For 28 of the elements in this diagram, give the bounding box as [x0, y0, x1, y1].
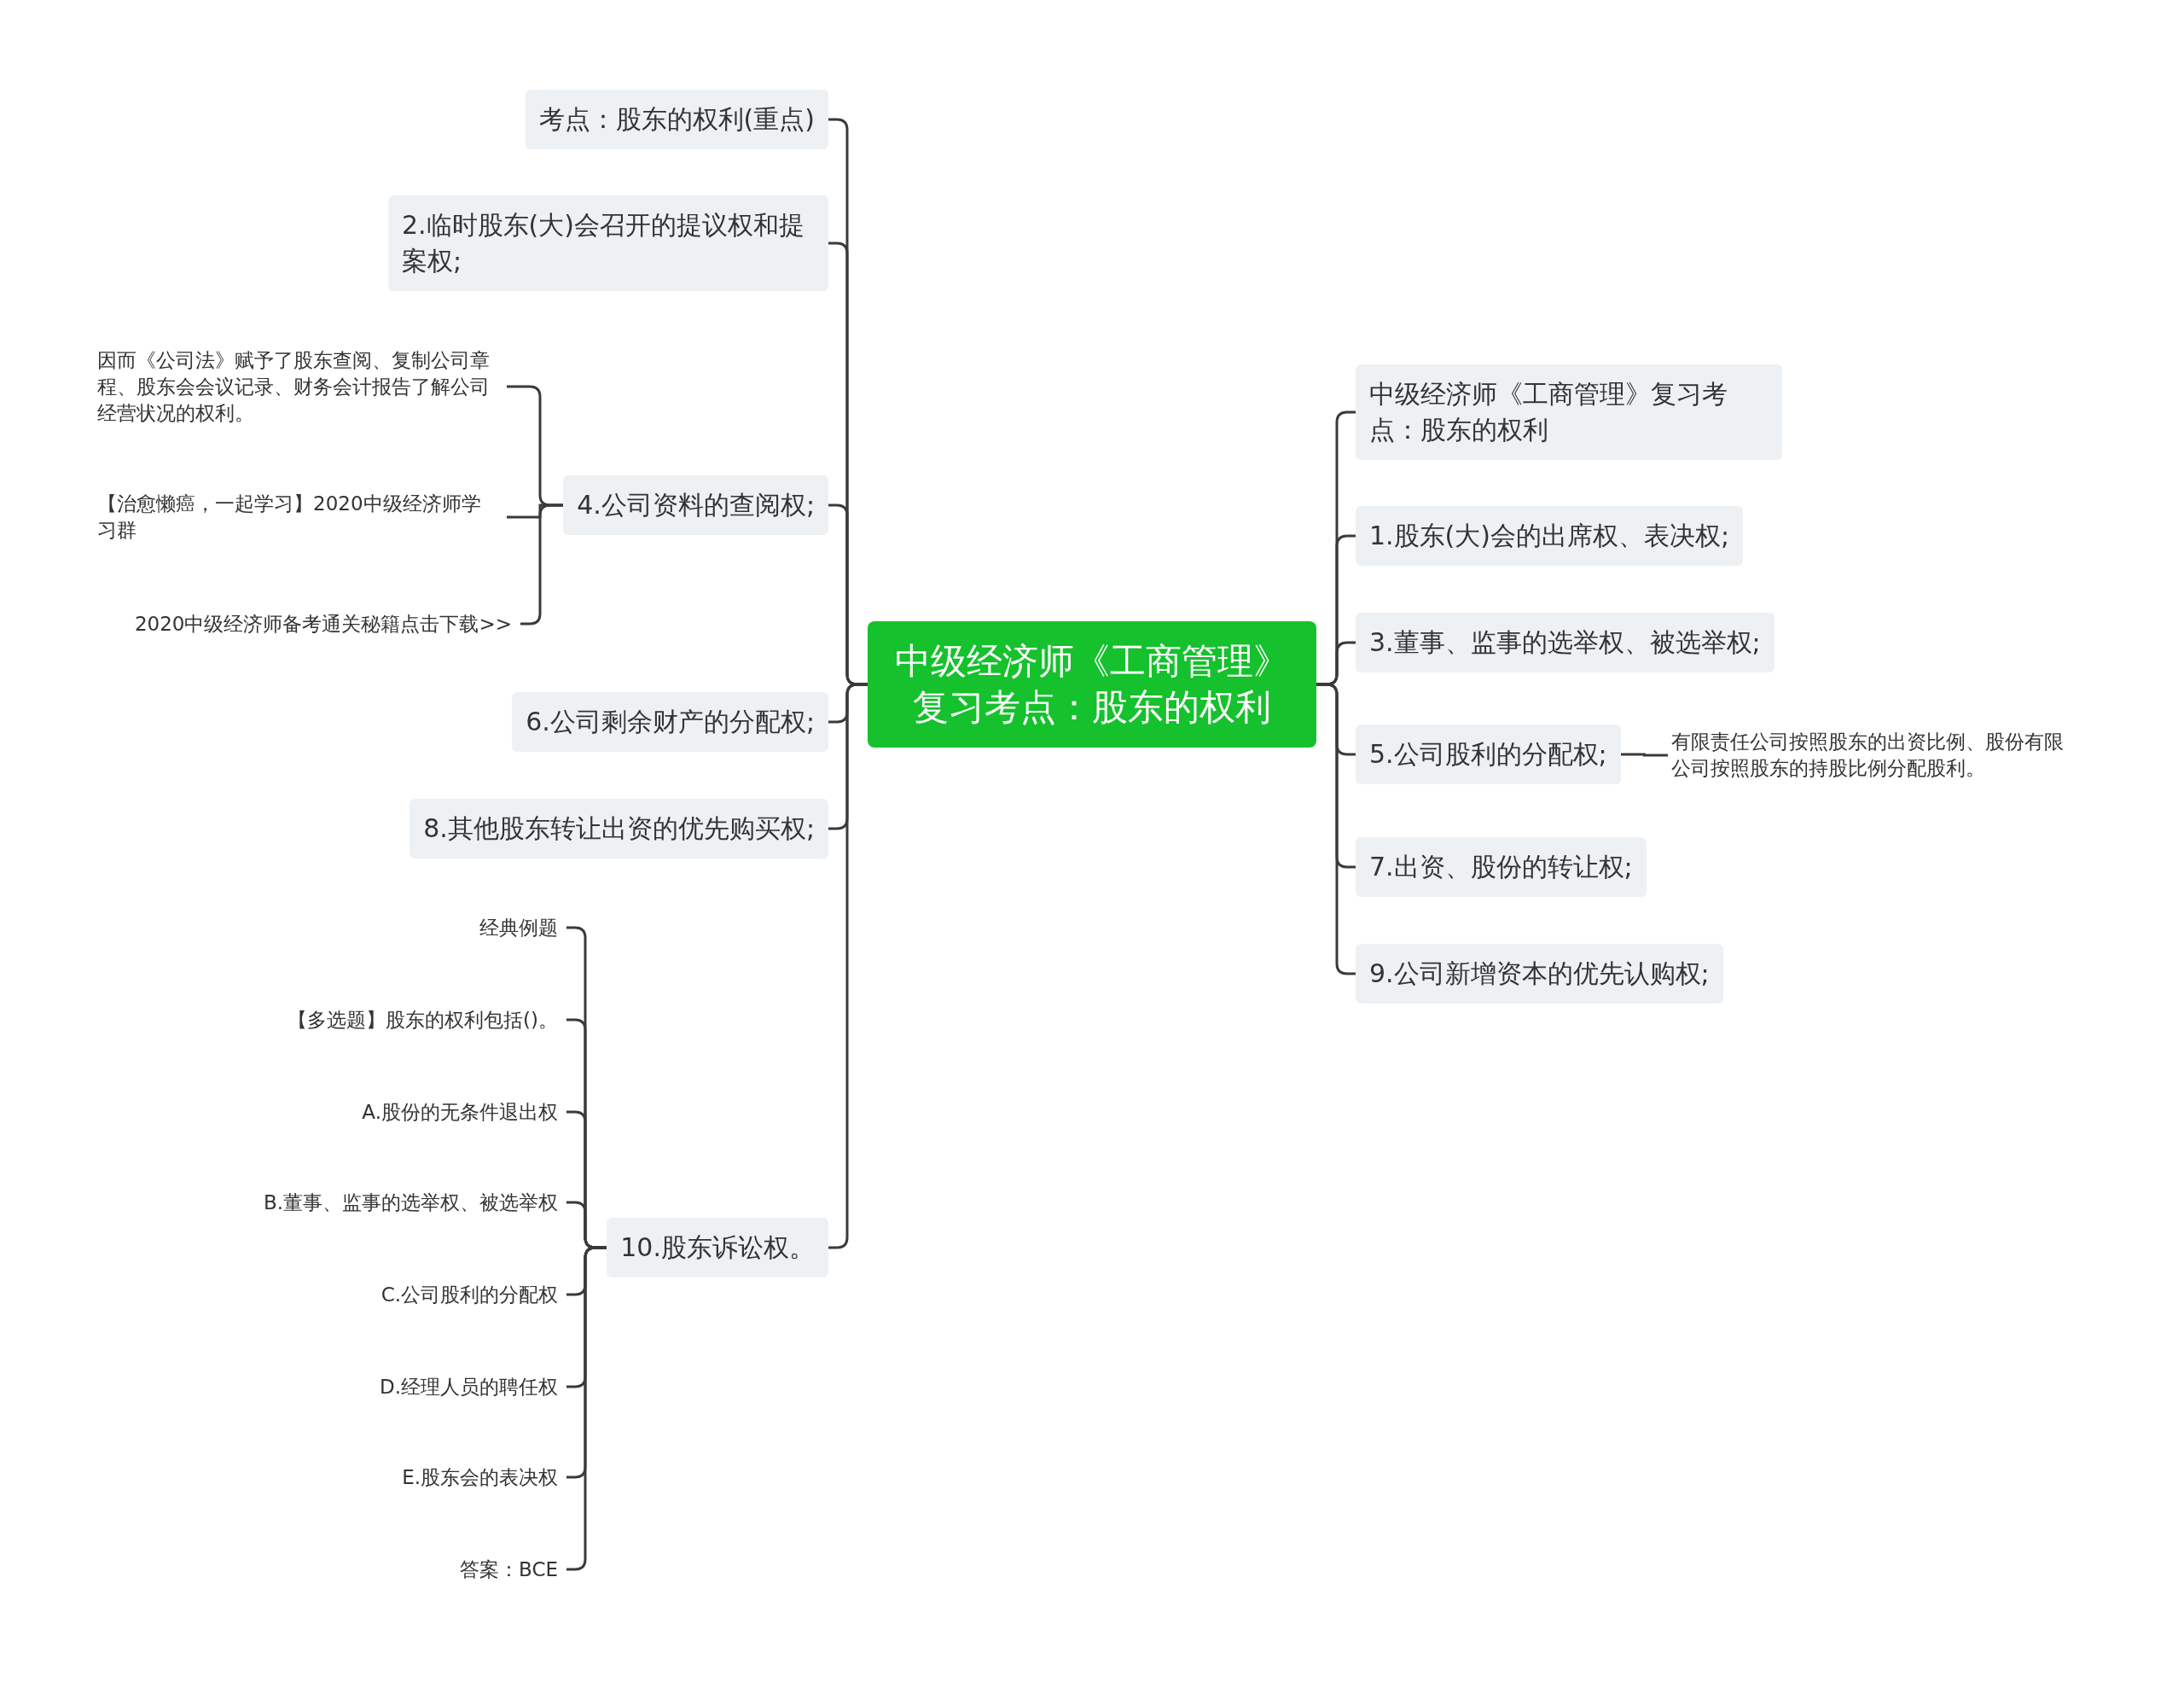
central-topic: 中级经济师《工商管理》复习考点：股东的权利: [868, 621, 1316, 748]
note-text: 答案：BCE: [456, 1554, 561, 1585]
topic-box: 3.董事、监事的选举权、被选举权;: [1356, 613, 1774, 672]
connector-line: [1316, 683, 1356, 975]
topic-box: 中级经济师《工商管理》复习考点：股东的权利: [1356, 364, 1782, 460]
topic-box: 2.临时股东(大)会召开的提议权和提案权;: [388, 195, 828, 291]
topic-box: 7.出资、股份的转让权;: [1356, 837, 1647, 897]
topic-box: 4.公司资料的查阅权;: [563, 475, 828, 535]
topic-box: 8.其他股东转让出资的优先购买权;: [410, 799, 828, 858]
note-text: D.经理人员的聘任权: [375, 1371, 561, 1402]
note-text: 经典例题: [476, 912, 561, 943]
topic-box: 1.股东(大)会的出席权、表决权;: [1356, 506, 1744, 566]
note-text: 【多选题】股东的权利包括()。: [284, 1004, 561, 1035]
connector-line: [566, 1246, 607, 1571]
connector-line: [1620, 753, 1668, 757]
note-text: A.股份的无条件退出权: [358, 1097, 561, 1127]
note-text: 有限责任公司按照股东的出资比例、股份有限公司按照股东的持股比例分配股利。: [1668, 727, 2076, 783]
topic-box: 10.股东诉讼权。: [607, 1218, 828, 1278]
topic-box: 9.公司新增资本的优先认购权;: [1356, 944, 1723, 1004]
topic-box: 6.公司剩余财产的分配权;: [512, 692, 828, 752]
topic-box: 5.公司股利的分配权;: [1356, 725, 1621, 784]
note-text: 2020中级经济师备考通关秘籍点击下载>>: [131, 608, 515, 639]
note-text: 【治愈懒癌，一起学习】2020中级经济师学习群: [94, 489, 502, 545]
note-text: E.股东会的表决权: [398, 1462, 561, 1493]
topic-box: 考点：股东的权利(重点): [525, 90, 828, 149]
note-text: 因而《公司法》赋予了股东查阅、复制公司章程、股东会会议记录、财务会计报告了解公司经营状况的权利。: [94, 345, 502, 428]
note-text: C.公司股利的分配权: [377, 1279, 561, 1310]
note-text: B.董事、监事的选举权、被选举权: [259, 1187, 561, 1218]
